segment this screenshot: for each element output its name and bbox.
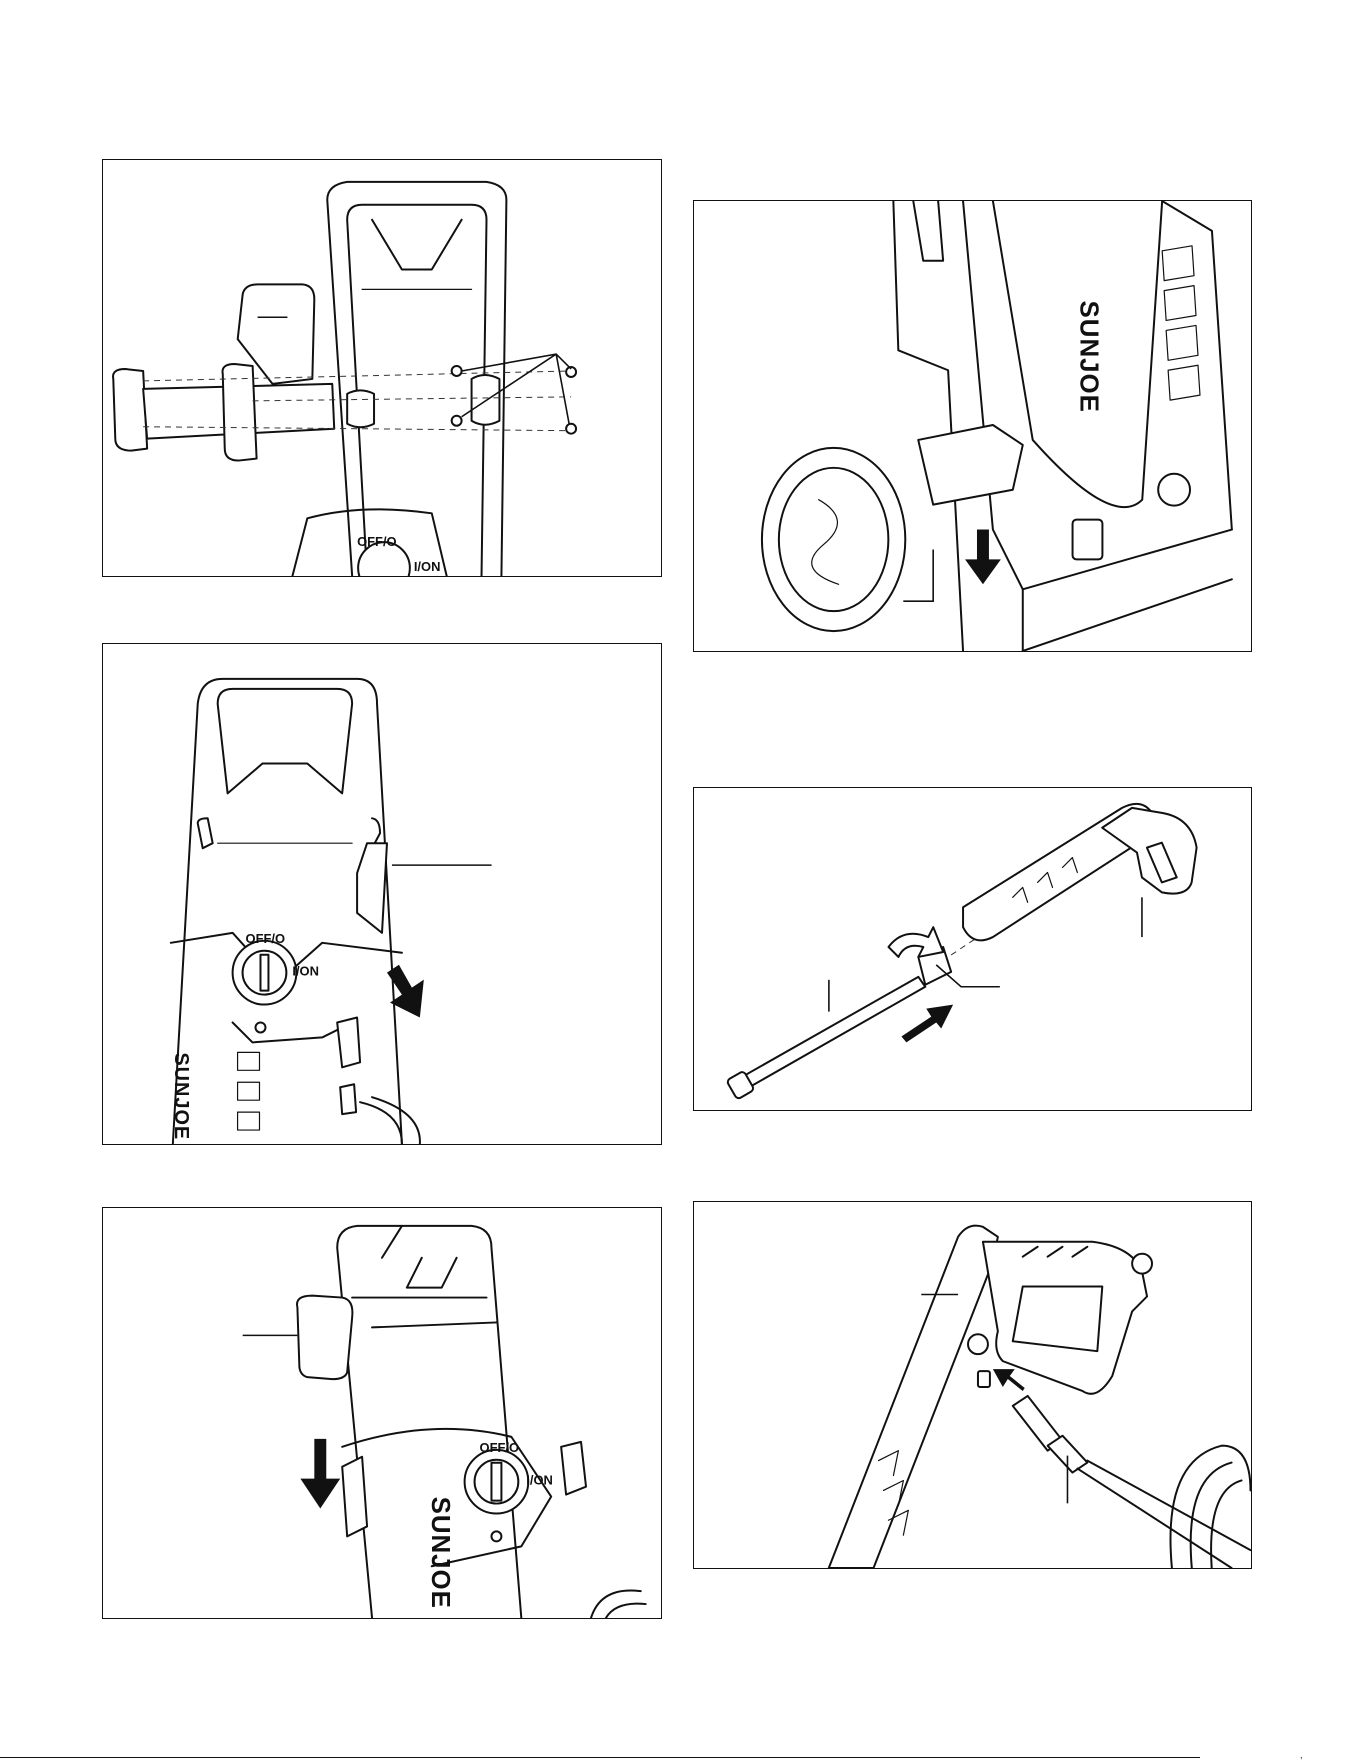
hose-holder xyxy=(918,425,1023,505)
footer-mark: , xyxy=(1300,1750,1303,1760)
brand-logo: SUNJOE xyxy=(1075,301,1103,413)
handle-assembly-illustration: OFF/O I/ON xyxy=(103,160,661,576)
figure-holder-down: OFF/O I/ON SUNJOE xyxy=(102,1207,662,1619)
switch-on-label: I/ON xyxy=(414,559,441,574)
holder-insertion-illustration: SUNJOE xyxy=(694,201,1251,651)
switch-on-label: I/ON xyxy=(292,964,319,979)
holder-front-illustration: OFF/O I/ON SUNJOE xyxy=(103,644,661,1144)
hose-connection-illustration xyxy=(694,1202,1251,1568)
figure-handle-assembly: OFF/O I/ON xyxy=(102,159,662,577)
brand-logo: SUNJOE xyxy=(170,1052,192,1140)
rotate-arrow-icon xyxy=(889,927,944,957)
arrow-left-icon xyxy=(993,1369,1025,1391)
brand-logo: SUNJOE xyxy=(426,1497,454,1609)
switch-off-label: OFF/O xyxy=(357,534,396,549)
wand-assembly-illustration xyxy=(694,788,1251,1110)
arrow-down-icon xyxy=(300,1439,340,1509)
screw-icon xyxy=(452,366,576,434)
wheel xyxy=(762,448,905,631)
hose-holder xyxy=(357,843,387,933)
arrow-down-icon xyxy=(965,530,1001,585)
switch-off-label: OFF/O xyxy=(480,1440,519,1455)
footer-rule xyxy=(0,1757,1200,1758)
spray-gun xyxy=(829,1226,998,1568)
switch-off-label: OFF/O xyxy=(246,931,286,946)
figure-holder-front: OFF/O I/ON SUNJOE xyxy=(102,643,662,1145)
figure-holder-insertion: SUNJOE xyxy=(693,200,1252,652)
arrow-right-icon xyxy=(901,1005,953,1043)
figure-wand-assembly xyxy=(693,787,1252,1111)
hose-holder xyxy=(297,1296,352,1380)
spray-wand xyxy=(734,977,925,1091)
switch-on-label: I/ON xyxy=(526,1473,553,1488)
holder-down-illustration: OFF/O I/ON SUNJOE xyxy=(103,1208,661,1618)
figure-hose-connection xyxy=(693,1201,1252,1569)
